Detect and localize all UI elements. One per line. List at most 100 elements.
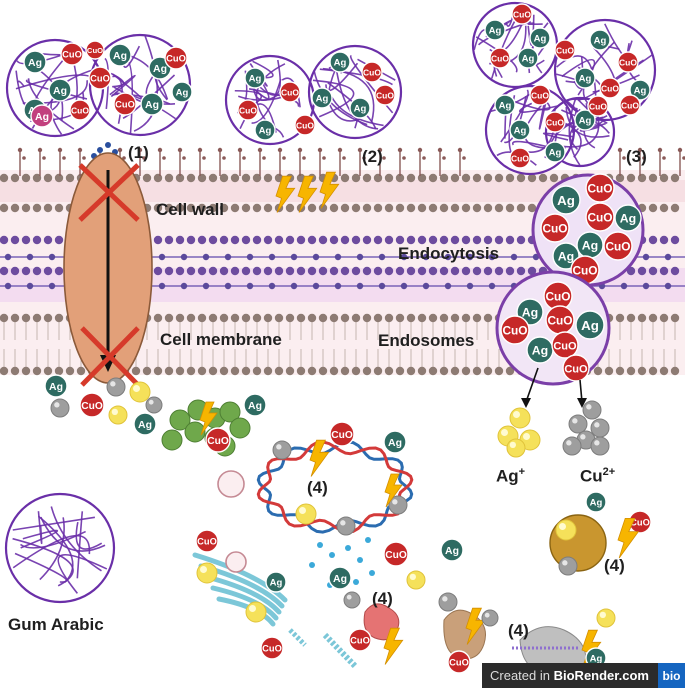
- lipid-head: [450, 203, 460, 213]
- lipid-head: [494, 366, 504, 376]
- silver-ion-symbol: Ag: [496, 466, 519, 486]
- ag-label: Ag: [534, 34, 547, 45]
- ion-dot: [329, 552, 335, 558]
- cuo-label: CuO: [385, 550, 407, 561]
- lipid-head: [329, 266, 339, 276]
- lipid-head: [505, 235, 515, 245]
- cuo-label: CuO: [511, 153, 529, 163]
- gum-arabic-coil: [88, 33, 192, 137]
- ag-label: Ag: [594, 36, 607, 47]
- lightning-bolt-icon: [309, 439, 330, 477]
- cuo-sphere: [294, 114, 316, 136]
- cuo-particle: CuO: [619, 94, 641, 116]
- lipid-head: [252, 266, 262, 276]
- cuo-label: CuO: [587, 182, 612, 196]
- lipid-head: [10, 173, 20, 183]
- cuo-label: CuO: [90, 74, 110, 84]
- cuo-sphere: [587, 95, 609, 117]
- lipid-head: [527, 203, 537, 213]
- cuo-label: CuO: [553, 340, 577, 352]
- ag-particle: Ag: [544, 141, 566, 163]
- membrane-channel: [63, 152, 153, 387]
- lipid-head: [175, 366, 185, 376]
- lipid-head: [307, 366, 317, 376]
- ag-sphere: [133, 412, 157, 436]
- glycan-tip: [77, 147, 83, 153]
- lipid-head: [659, 366, 669, 376]
- lipid-head: [450, 235, 460, 245]
- lipid-head: [54, 313, 64, 323]
- release-arrow-ag: [525, 367, 539, 403]
- glycan-tip: [17, 147, 23, 153]
- lipid-head: [65, 173, 75, 183]
- gum-strand: [543, 132, 574, 141]
- cuo-label: CuO: [71, 105, 89, 115]
- sphere-highlight: [523, 433, 530, 440]
- glycan-branch: [342, 156, 346, 160]
- copper-ion-symbol: Cu: [580, 466, 603, 486]
- lightning-bolt-icon: [384, 473, 403, 508]
- cuo-particle: CuO: [361, 61, 383, 83]
- copper-ion-sphere: [145, 396, 163, 414]
- ag-particle: Ag: [108, 43, 132, 67]
- glycan-branch: [682, 156, 685, 160]
- lipid-head: [32, 266, 42, 276]
- ag-particle: Ag: [48, 78, 72, 102]
- glycan-branch: [202, 156, 206, 160]
- lipid-head: [527, 173, 537, 183]
- glycan-tip: [37, 147, 43, 153]
- sphere-highlight: [501, 429, 508, 436]
- cuo-sphere: [205, 427, 231, 453]
- lipid-head: [0, 203, 9, 213]
- lipid-head: [186, 313, 196, 323]
- cuo-sphere: [619, 94, 641, 116]
- gum-strand: [50, 506, 102, 572]
- ag-label: Ag: [558, 250, 574, 264]
- lipid-head: [164, 235, 174, 245]
- silver-ion-sphere: [129, 381, 151, 403]
- blocked-cross: [80, 326, 140, 387]
- cuo-sphere: [348, 628, 372, 652]
- cuo-particle: CuO: [603, 231, 633, 261]
- glycan-branch: [242, 156, 246, 160]
- lipid-head: [428, 235, 438, 245]
- glycan-tip: [457, 147, 463, 153]
- lipid-head: [197, 313, 207, 323]
- lipid-head: [439, 313, 449, 323]
- cuo-particle: CuO: [79, 392, 105, 418]
- lipid-head: [153, 235, 163, 245]
- glycan-node: [378, 253, 386, 261]
- lipid-head: [395, 266, 405, 276]
- lipid-head: [274, 266, 284, 276]
- lipid-head: [186, 235, 196, 245]
- cuo-label: CuO: [630, 518, 650, 528]
- cuo-label: CuO: [449, 658, 469, 668]
- cuo-sphere: [88, 66, 112, 90]
- lipid-head: [142, 366, 152, 376]
- lipid-head: [263, 203, 273, 213]
- sphere-highlight: [133, 385, 140, 392]
- lipid-head: [351, 203, 361, 213]
- ag-label: Ag: [582, 239, 598, 253]
- glycan-tip: [157, 147, 163, 153]
- ag-label: Ag: [620, 212, 636, 226]
- lipid-head: [208, 203, 218, 213]
- lipid-head: [648, 313, 658, 323]
- lipid-head: [175, 173, 185, 183]
- cuo-label: CuO: [531, 90, 549, 100]
- lipid-head: [318, 235, 328, 245]
- gum-strand: [538, 96, 547, 130]
- lipid-head: [0, 366, 9, 376]
- glycan-branch: [322, 156, 326, 160]
- glycan-node: [4, 253, 12, 261]
- lipid-head: [428, 366, 438, 376]
- gum-strand: [20, 529, 58, 549]
- cuo-sphere: [544, 111, 566, 133]
- intracellular-scene: AgCuOAgCuOAgCuOAgCuOAgCuOAgCuOCuOAgCuOAg…: [44, 374, 652, 676]
- ion-dot: [357, 557, 363, 563]
- lipid-head: [285, 366, 295, 376]
- organelle-lobe: [219, 401, 241, 423]
- lipid-head: [395, 366, 405, 376]
- cuo-sphere: [599, 77, 621, 99]
- cuo-label: CuO: [589, 101, 607, 111]
